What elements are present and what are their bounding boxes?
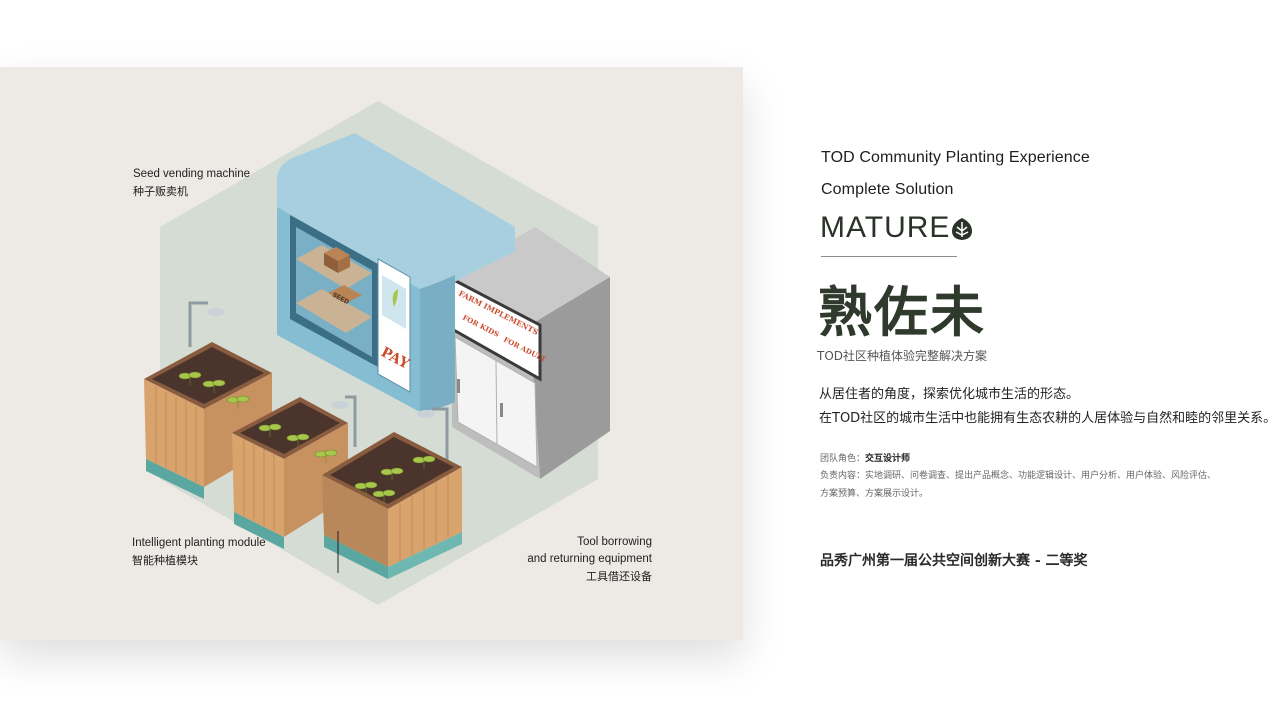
lamps — [188, 301, 449, 469]
duty-value: 实地调研、问卷调查、提出产品概念、功能逻辑设计、用户分析、用户体验、风险评估、 — [865, 471, 1217, 481]
description-line-2: 在TOD社区的城市生活中也能拥有生态农耕的人居体验与自然和睦的邻里关系。 — [819, 411, 1277, 426]
subtitle-zh: TOD社区种植体验完整解决方案 — [817, 349, 988, 363]
award: 品秀广州第一届公共空间创新大赛 - 二等奖 — [820, 553, 1088, 569]
seed-vending-machine: SEED PAY — [277, 133, 515, 412]
module-label-en: Intelligent planting module — [132, 537, 266, 549]
tool-label-en-2: and returning equipment — [527, 553, 652, 565]
seed-machine-label-en: Seed vending machine — [133, 168, 250, 180]
duty-label: 负责内容： — [820, 471, 866, 481]
module-label-zh: 智能种植模块 — [132, 554, 198, 567]
illustration-panel: FARM IMPLEMENTS FOR KIDS FOR ADULT SEED — [0, 67, 743, 640]
brand-zh: 熟佐未 — [818, 280, 986, 344]
team-role: 团队角色：交互设计师 — [820, 451, 910, 464]
module-label: Intelligent planting module 智能种植模块 — [132, 535, 266, 569]
team-role-label: 团队角色： — [820, 454, 866, 464]
title-line-2: Complete Solution — [821, 181, 954, 198]
tool-label: Tool borrowing and returning equipment 工… — [527, 534, 652, 585]
tool-label-en-1: Tool borrowing — [577, 536, 652, 548]
seed-machine-label: Seed vending machine 种子贩卖机 — [133, 166, 250, 200]
seed-machine-label-zh: 种子贩卖机 — [133, 185, 188, 198]
description-line-1: 从居住者的角度，探索优化城市生活的形态。 — [819, 387, 1080, 402]
isometric-illustration: FARM IMPLEMENTS FOR KIDS FOR ADULT SEED — [144, 101, 610, 605]
duty-value-2: 方案预算、方案展示设计。 — [820, 489, 929, 499]
team-role-value: 交互设计师 — [865, 454, 911, 464]
title-divider — [821, 256, 957, 257]
duty: 负责内容：实地调研、问卷调查、提出产品概念、功能逻辑设计、用户分析、用户体验、风… — [820, 468, 1216, 481]
planter-2 — [232, 397, 348, 549]
leaf-logo-icon — [952, 218, 972, 240]
sprouts — [178, 371, 436, 503]
tool-cabinet: FARM IMPLEMENTS FOR KIDS FOR ADULT — [450, 227, 610, 479]
title-line-1: TOD Community Planting Experience — [821, 149, 1090, 166]
tool-label-zh: 工具借还设备 — [586, 570, 652, 583]
brand-en: MATURE — [820, 211, 951, 244]
